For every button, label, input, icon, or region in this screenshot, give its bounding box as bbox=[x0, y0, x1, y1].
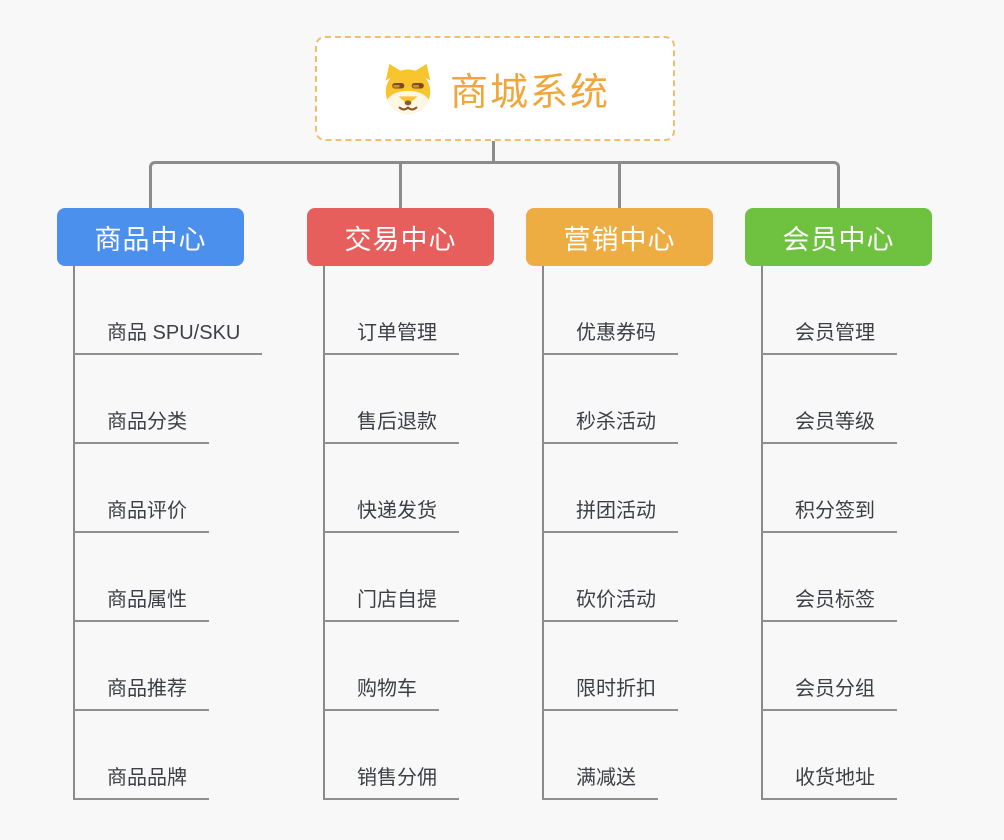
connector-trunk-member-center bbox=[761, 266, 763, 800]
leaf-node-product-review[interactable]: 商品评价 bbox=[73, 497, 209, 533]
dog-face-icon bbox=[385, 63, 431, 114]
leaf-node-store-pickup[interactable]: 门店自提 bbox=[323, 586, 459, 622]
branch-column-marketing-center: 营销中心 优惠券码 秒杀活动 拼团活动 砍价活动 限时折扣 满减送 bbox=[526, 208, 776, 840]
leaf-node-shopping-cart[interactable]: 购物车 bbox=[323, 675, 439, 711]
connector-trunk-product-center bbox=[73, 266, 75, 800]
connector-elbow-right bbox=[494, 161, 840, 208]
leaf-node-member-management[interactable]: 会员管理 bbox=[761, 319, 897, 355]
leaf-node-group-buy[interactable]: 拼团活动 bbox=[542, 497, 678, 533]
leaf-node-flash-sale[interactable]: 秒杀活动 bbox=[542, 408, 678, 444]
branch-node-trade-center[interactable]: 交易中心 bbox=[307, 208, 494, 266]
root-node-mall-system[interactable]: 商城系统 bbox=[315, 36, 675, 141]
connector-drop-branch-2 bbox=[399, 163, 402, 208]
leaf-node-member-level[interactable]: 会员等级 bbox=[761, 408, 897, 444]
leaf-node-coupon-code[interactable]: 优惠券码 bbox=[542, 319, 678, 355]
branch-column-product-center: 商品中心 商品 SPU/SKU 商品分类 商品评价 商品属性 商品推荐 商品品牌 bbox=[57, 208, 307, 840]
branch-node-marketing-center[interactable]: 营销中心 bbox=[526, 208, 713, 266]
connector-trunk-trade-center bbox=[323, 266, 325, 800]
branch-node-product-center[interactable]: 商品中心 bbox=[57, 208, 244, 266]
leaf-node-member-tag[interactable]: 会员标签 bbox=[761, 586, 897, 622]
leaf-node-member-group[interactable]: 会员分组 bbox=[761, 675, 897, 711]
connector-drop-branch-3 bbox=[618, 163, 621, 208]
leaf-node-express-delivery[interactable]: 快递发货 bbox=[323, 497, 459, 533]
branch-column-trade-center: 交易中心 订单管理 售后退款 快递发货 门店自提 购物车 销售分佣 bbox=[307, 208, 557, 840]
leaf-node-aftersale-refund[interactable]: 售后退款 bbox=[323, 408, 459, 444]
leaf-node-product-spu-sku[interactable]: 商品 SPU/SKU bbox=[73, 319, 263, 355]
leaf-node-bargain-activity[interactable]: 砍价活动 bbox=[542, 586, 678, 622]
leaf-node-time-limited-discount[interactable]: 限时折扣 bbox=[542, 675, 678, 711]
leaf-node-product-attribute[interactable]: 商品属性 bbox=[73, 586, 209, 622]
leaf-node-points-checkin[interactable]: 积分签到 bbox=[761, 497, 897, 533]
root-node-title: 商城系统 bbox=[449, 72, 610, 114]
leaf-node-product-recommend[interactable]: 商品推荐 bbox=[73, 675, 209, 711]
leaf-node-shipping-address[interactable]: 收货地址 bbox=[761, 764, 897, 800]
connector-root-stem bbox=[492, 139, 495, 163]
leaf-node-full-reduction[interactable]: 满减送 bbox=[542, 764, 658, 800]
branch-node-member-center[interactable]: 会员中心 bbox=[745, 208, 932, 266]
leaf-node-order-management[interactable]: 订单管理 bbox=[323, 319, 459, 355]
connector-elbow-left bbox=[149, 161, 494, 208]
connector-trunk-marketing-center bbox=[542, 266, 544, 800]
leaf-node-product-brand[interactable]: 商品品牌 bbox=[73, 764, 209, 800]
leaf-node-product-category[interactable]: 商品分类 bbox=[73, 408, 209, 444]
leaf-node-sales-commission[interactable]: 销售分佣 bbox=[323, 764, 459, 800]
branch-column-member-center: 会员中心 会员管理 会员等级 积分签到 会员标签 会员分组 收货地址 bbox=[745, 208, 995, 840]
